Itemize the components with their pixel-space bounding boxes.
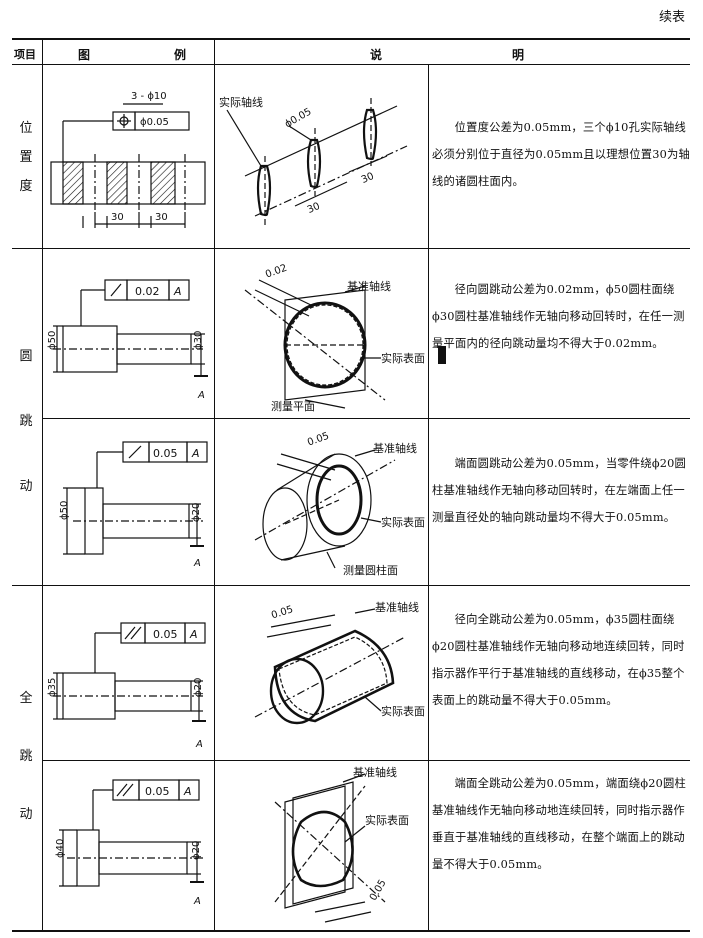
item-char: 跳	[19, 414, 33, 429]
tol-value: 0.05	[270, 604, 295, 621]
datum-mark: A	[197, 390, 205, 401]
table-top-rule	[12, 38, 690, 40]
header-explain-b: 明	[512, 48, 525, 62]
dim-label: 30	[306, 201, 322, 216]
axial-runout-drawing: 0.05 A ϕ50 ϕ20 A	[59, 441, 208, 569]
item-char: 位	[19, 121, 33, 136]
tol-value: 0.05	[368, 878, 389, 903]
header-explain-a: 说	[370, 48, 383, 62]
dia-label: ϕ35	[47, 678, 58, 697]
dim-label: 30	[111, 212, 124, 223]
header-bottom-rule	[12, 64, 690, 65]
actual-surface-label: 实际表面	[365, 813, 409, 827]
row-rule-4	[42, 760, 690, 761]
table-bottom-rule	[12, 930, 690, 932]
radial-runout-description: 径向圆跳动公差为0.02mm，ϕ50圆柱面绕ϕ30圆柱基准轴线作无轴向移动回转时…	[432, 283, 685, 350]
datum-axis-label: 基准轴线	[347, 279, 391, 293]
item-char: 动	[19, 807, 33, 822]
dia-label: ϕ20	[191, 503, 202, 522]
item-char: 动	[19, 479, 33, 494]
header-figure-a: 图	[78, 48, 91, 62]
item-char: 度	[19, 179, 33, 194]
position-drawing: 3 - ϕ10 ϕ0.05 30 30	[50, 91, 206, 228]
radial-runout-illustration: 0.02 基准轴线 实际表面 测量平面	[244, 263, 425, 413]
actual-surface-label: 实际表面	[381, 351, 425, 365]
dia-label: ϕ50	[59, 501, 70, 520]
axis-label: 实际轴线	[219, 95, 263, 109]
col-rule-2	[214, 38, 215, 931]
datum-ref: A	[189, 628, 198, 641]
datum-ref: A	[183, 785, 192, 798]
item-position: 位 置 度	[12, 122, 40, 193]
tol-value: 0.02	[135, 285, 160, 298]
dia-label: ϕ50	[47, 331, 58, 350]
count-dia-label: 3 - ϕ10	[131, 91, 167, 102]
row-rule-2	[42, 418, 690, 419]
position-description: 位置度公差为0.05mm，三个ϕ10孔实际轴线必须分别位于直径为0.05mm且以…	[432, 121, 691, 188]
axial-total-runout-drawing: 0.05 A ϕ40 ϕ20 A	[55, 779, 204, 907]
tol-value: 0.05	[145, 785, 170, 798]
tol-value: 0.02	[264, 263, 289, 281]
radial-total-runout-illustration: 0.05 基准轴线 实际表面	[254, 600, 425, 725]
dia-label: ϕ30	[193, 331, 204, 350]
item-char: 全	[19, 691, 33, 706]
actual-surface-label: 实际表面	[381, 515, 425, 529]
tol-value: 0.05	[306, 431, 331, 449]
dim-label: 30	[360, 171, 376, 186]
col-rule-1	[42, 38, 43, 931]
tol-value: ϕ0.05	[283, 106, 314, 130]
col-rule-3	[428, 64, 429, 931]
datum-ref: A	[173, 285, 182, 298]
datum-mark: A	[195, 739, 203, 750]
axial-total-runout-description: 端面全跳动公差为0.05mm，端面绕ϕ20圆柱基准轴线作无轴向移动地连续回转，同…	[432, 777, 687, 871]
datum-ref: A	[191, 447, 200, 460]
row-rule-3	[12, 585, 690, 586]
continuation-label: 续表	[658, 10, 685, 25]
tol-value: 0.05	[153, 447, 178, 460]
radial-total-runout-description: 径向全跳动公差为0.05mm，ϕ35圆柱面绕ϕ20圆柱基准轴线作无轴向移动地连续…	[432, 613, 685, 707]
datum-axis-label: 基准轴线	[375, 600, 419, 614]
dia-label: ϕ20	[191, 841, 202, 860]
item-char: 跳	[19, 749, 33, 764]
actual-surface-label: 实际表面	[381, 704, 425, 718]
axial-runout-description: 端面圆跳动公差为0.05mm，当零件绕ϕ20圆柱基准轴线作无轴向移动回转时，在左…	[432, 457, 687, 524]
header-item: 项目	[14, 48, 36, 61]
dia-label: ϕ40	[55, 839, 66, 858]
item-char: 圆	[19, 349, 33, 364]
datum-axis-label: 基准轴线	[373, 441, 417, 455]
item-char: 置	[19, 150, 33, 165]
radial-total-runout-drawing: 0.05 A ϕ35 ϕ20 A	[47, 622, 206, 750]
margin-mark	[438, 346, 446, 364]
dim-label: 30	[155, 212, 168, 223]
item-circular-runout: 圆 跳 动	[12, 350, 40, 493]
measure-cyl-label: 测量圆柱面	[343, 563, 398, 577]
header-figure-b: 例	[174, 48, 187, 62]
tol-value: ϕ0.05	[140, 117, 169, 128]
item-total-runout: 全 跳 动	[12, 692, 40, 821]
measure-plane-label: 测量平面	[271, 400, 315, 413]
datum-mark: A	[193, 896, 201, 907]
tol-value: 0.05	[153, 628, 178, 641]
dia-label: ϕ20	[193, 678, 204, 697]
datum-mark: A	[193, 558, 201, 569]
datum-axis-label: 基准轴线	[353, 765, 397, 779]
position-illustration: 实际轴线 ϕ0.05 30 30	[219, 95, 408, 226]
axial-runout-illustration: 0.05 基准轴线 实际表面 测量圆柱面	[254, 431, 425, 577]
axial-total-runout-illustration: 基准轴线 实际表面 0.05	[274, 765, 409, 923]
row-rule-1	[12, 248, 690, 249]
radial-runout-drawing: 0.02 A ϕ50 ϕ30 A	[47, 279, 208, 401]
